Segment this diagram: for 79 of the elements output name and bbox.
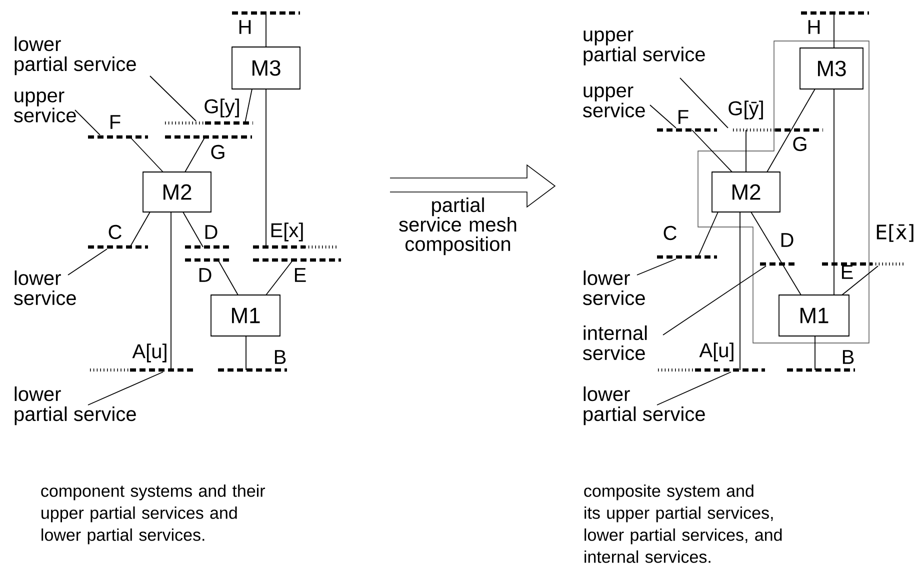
service-bar xyxy=(165,135,252,139)
service-label: upper partial service xyxy=(584,30,705,66)
connector-line xyxy=(218,260,238,296)
service-label: upper service xyxy=(583,86,645,118)
service-name: G[y] xyxy=(204,98,239,118)
service-bar xyxy=(165,121,253,125)
connector-line xyxy=(244,88,252,124)
service-bar xyxy=(733,128,823,132)
service-label: lower service xyxy=(14,270,76,306)
service-bar xyxy=(657,128,717,132)
leader-line xyxy=(88,372,164,406)
service-label: lower service xyxy=(583,270,645,306)
leader-line xyxy=(74,110,100,136)
service-name: D xyxy=(781,233,794,247)
connector-line xyxy=(692,130,732,172)
connector-line xyxy=(750,212,802,296)
service-name: H xyxy=(808,20,820,34)
service-name: D xyxy=(205,225,218,239)
connector-line xyxy=(698,212,718,258)
service-label: lower partial service xyxy=(584,386,705,426)
service-bar xyxy=(88,245,148,249)
service-name: A[u] xyxy=(699,342,734,362)
service-bar xyxy=(253,258,341,262)
connector-line xyxy=(766,88,816,172)
service-name: G xyxy=(211,144,224,160)
module-box: M3 xyxy=(800,48,864,90)
connector-line xyxy=(130,136,164,172)
connector-line xyxy=(170,212,172,370)
service-name: G xyxy=(793,136,806,152)
leader-line xyxy=(68,248,108,276)
service-name: F xyxy=(110,115,120,129)
leader-line xyxy=(650,104,676,128)
connector-line xyxy=(184,136,206,172)
module-box: M1 xyxy=(210,294,280,336)
connector-line xyxy=(814,336,816,370)
connector-line xyxy=(842,266,878,296)
connector-line xyxy=(130,212,150,248)
service-bar xyxy=(657,255,717,259)
module-box: M1 xyxy=(778,294,850,336)
module-box: M2 xyxy=(712,172,780,212)
service-bar xyxy=(822,262,905,266)
module-box: M2 xyxy=(142,172,212,212)
service-name: E[x̄] xyxy=(876,224,914,242)
arrow-label: partial service mesh composition xyxy=(399,197,516,256)
service-bar xyxy=(88,135,148,139)
caption: component systems and their upper partial services and lower partial services. xyxy=(41,484,266,544)
connector-line xyxy=(266,260,294,296)
service-name: E[x] xyxy=(271,222,303,242)
service-name: B xyxy=(274,350,286,364)
service-label: internal service xyxy=(583,325,647,360)
service-name: F xyxy=(678,110,688,124)
service-label: upper service xyxy=(14,91,76,122)
service-name: A[u] xyxy=(132,344,166,362)
leader-line xyxy=(662,266,766,336)
service-bar xyxy=(90,368,196,372)
service-name: E xyxy=(294,268,306,282)
service-name: G[ȳ] xyxy=(728,100,763,120)
service-bar xyxy=(185,245,232,249)
caption: composite system and its upper partial services, lower partial services, and internal services. xyxy=(584,484,782,563)
service-label: lower partial service xyxy=(14,386,136,426)
service-bar xyxy=(787,368,855,372)
service-name: B xyxy=(842,350,854,364)
service-name: H xyxy=(239,20,251,34)
connector-line xyxy=(182,212,204,248)
leader-line xyxy=(656,372,732,406)
module-box: M3 xyxy=(232,46,300,90)
service-name: D xyxy=(199,268,212,282)
service-bar xyxy=(253,245,338,249)
service-bar xyxy=(658,368,765,372)
service-bar xyxy=(801,11,869,15)
leader-line xyxy=(150,76,196,122)
service-name: C xyxy=(108,224,122,240)
service-bar xyxy=(218,368,287,372)
service-label: lower partial service xyxy=(14,36,136,76)
leader-line xyxy=(636,258,676,276)
leader-line xyxy=(680,78,728,128)
service-bar xyxy=(185,258,232,262)
service-name: C xyxy=(664,226,676,240)
service-bar xyxy=(232,11,300,15)
